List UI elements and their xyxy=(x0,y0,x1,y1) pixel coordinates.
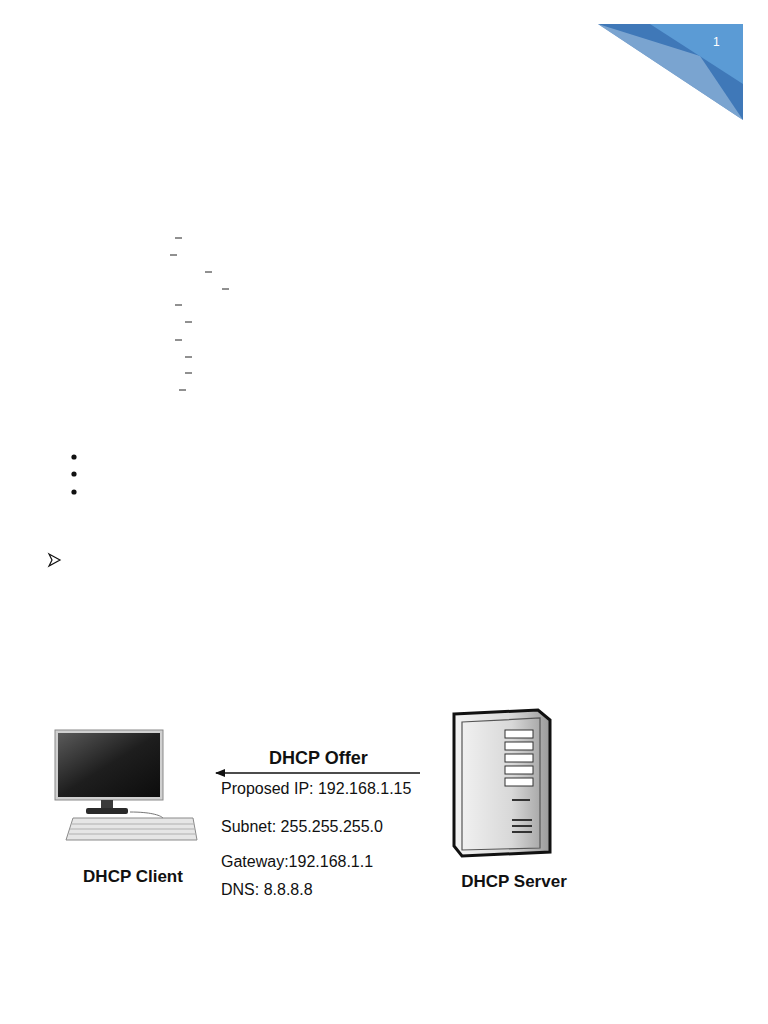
server-tower-icon xyxy=(454,710,550,856)
offer-field: Proposed IP: 192.168.1.15 xyxy=(221,780,411,798)
corner-decoration xyxy=(598,24,743,120)
node-label: DHCP Client xyxy=(50,867,216,887)
bullet-dots xyxy=(71,454,76,494)
node-label: DHCP Server xyxy=(420,872,608,892)
server-node: DHCP Server xyxy=(420,705,608,892)
offer-field: Gateway:192.168.1.1 xyxy=(221,853,373,871)
page-number: 1 xyxy=(713,35,720,49)
dash-marks xyxy=(170,238,229,390)
offer-arrow xyxy=(216,772,420,774)
client-node: DHCP Client xyxy=(50,725,216,887)
offer-field: DNS: 8.8.8.8 xyxy=(221,881,313,899)
computer-icon xyxy=(55,730,197,840)
edge-label: DHCP Offer xyxy=(267,748,370,769)
offer-field: Subnet: 255.255.255.0 xyxy=(221,818,383,836)
arrow-bullet xyxy=(49,554,60,566)
